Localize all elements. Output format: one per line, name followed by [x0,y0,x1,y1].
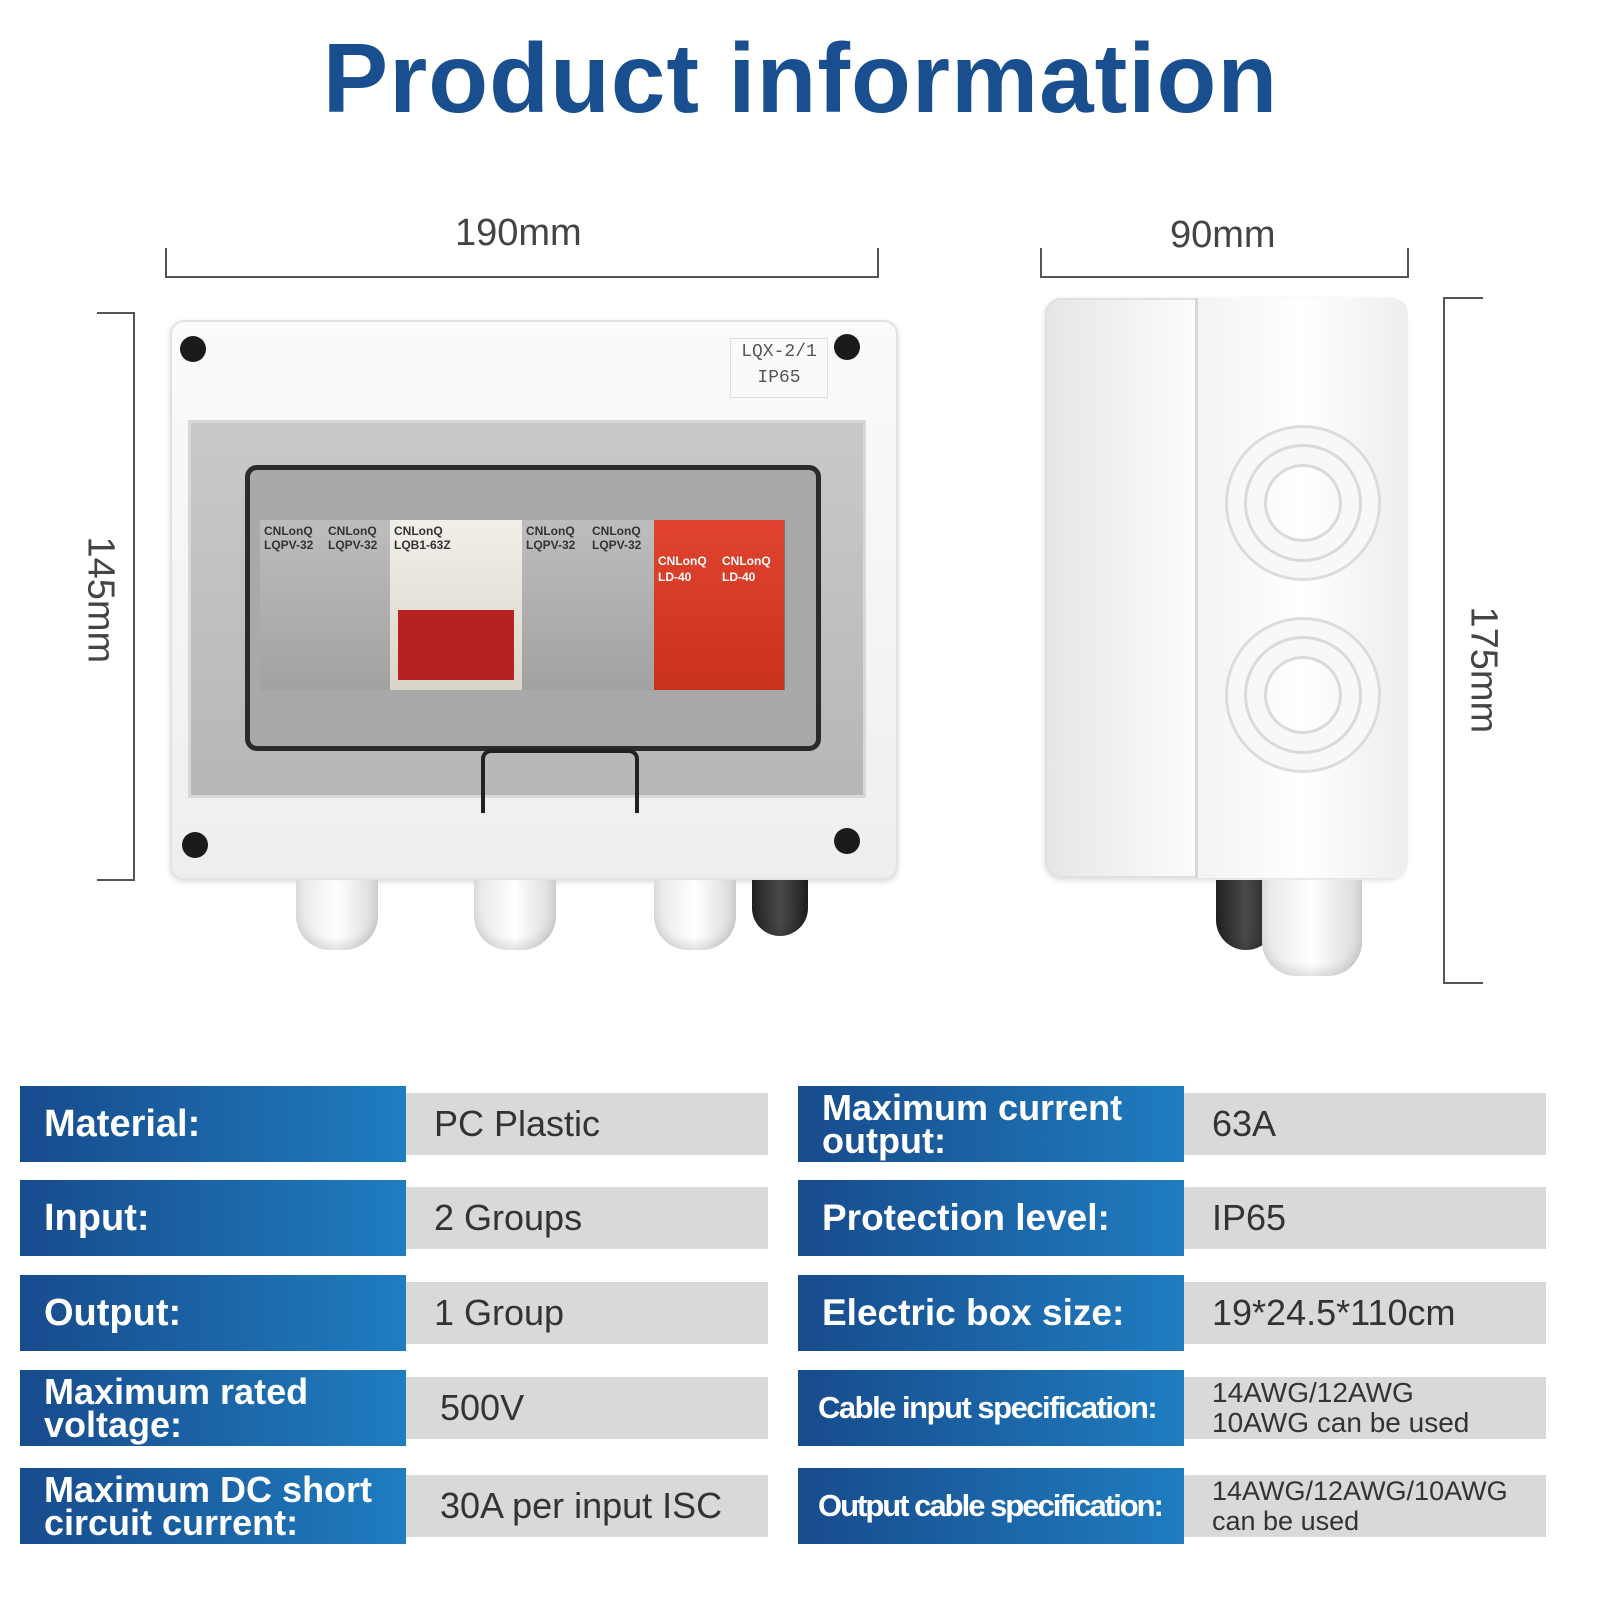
spec-value-input: 2 Groups [406,1187,768,1249]
cable-gland [752,880,808,936]
spec-label-max-rated-voltage: Maximum rated voltage: [20,1370,406,1446]
spec-value-material: PC Plastic [406,1093,768,1155]
combiner-box-side-view [1045,298,1408,878]
spec-label-max-dc-short-circuit: Maximum DC short circuit current: [20,1468,406,1544]
din-rail-compartment: CNLonQ LQPV-32 CNLonQ LQPV-32 CNLonQ LQB… [245,465,821,751]
front-height-bracket [97,312,135,881]
spec-value-max-dc-short-circuit: 30A per input ISC [406,1475,768,1537]
circuit-breaker: CNLonQ LQB1-63Z [390,520,523,690]
spec-value-output: 1 Group [406,1282,768,1344]
surge-protector: CNLonQ LD-40 [718,520,785,690]
spec-label-output-cable-spec: Output cable specification: [798,1468,1184,1544]
side-depth-label: 90mm [1170,214,1276,256]
cable-gland [296,880,378,950]
model-plate: LQX-2/1 IP65 [730,338,828,398]
spec-value-protection-level: IP65 [1184,1187,1546,1249]
spec-label-cable-input-spec: Cable input specification: [798,1370,1184,1446]
page-title: Product information [322,23,1279,133]
cover-handle [481,749,639,813]
spec-label-max-current-output: Maximum current output: [798,1086,1184,1162]
front-width-bracket [165,248,879,278]
spec-value-cable-input-spec: 14AWG/12AWG 10AWG can be used [1184,1377,1546,1439]
combiner-box-front-view: LQX-2/1 IP65 CNLonQ LQPV-32 CNLonQ LQPV-… [170,320,898,880]
spec-label-electric-box-size: Electric box size: [798,1275,1184,1351]
screw [834,334,860,360]
spec-label-protection-level: Protection level: [798,1180,1184,1256]
spec-value-electric-box-size: 19*24.5*110cm [1184,1282,1546,1344]
cable-gland [1262,880,1362,976]
fuse-holder: CNLonQ LQPV-32 [324,520,391,690]
side-height-bracket [1443,297,1483,984]
spec-value-max-rated-voltage: 500V [406,1377,768,1439]
screw [180,336,206,362]
side-depth-bracket [1040,248,1409,278]
rating-text: IP65 [757,368,801,388]
fuse-holder: CNLonQ LQPV-32 [522,520,589,690]
spec-value-max-current-output: 63A [1184,1093,1546,1155]
knockout-hole [1228,428,1378,578]
screw [182,832,208,858]
spec-value-output-cable-spec: 14AWG/12AWG/10AWG can be used [1184,1475,1546,1537]
surge-protector: CNLonQ LD-40 [654,520,719,690]
front-width-label: 190mm [455,212,582,254]
fuse-holder: CNLonQ LQPV-32 [588,520,655,690]
screw [834,828,860,854]
model-text: LQX-2/1 [741,342,817,362]
cable-gland [654,880,736,950]
side-lid [1195,298,1408,878]
knockout-hole [1228,620,1378,770]
spec-label-output: Output: [20,1275,406,1351]
cable-gland [474,880,556,950]
transparent-cover: CNLonQ LQPV-32 CNLonQ LQPV-32 CNLonQ LQB… [188,420,866,813]
breaker-lever [398,610,514,680]
spec-label-input: Input: [20,1180,406,1256]
spec-label-material: Material: [20,1086,406,1162]
fuse-holder: CNLonQ LQPV-32 [260,520,325,690]
